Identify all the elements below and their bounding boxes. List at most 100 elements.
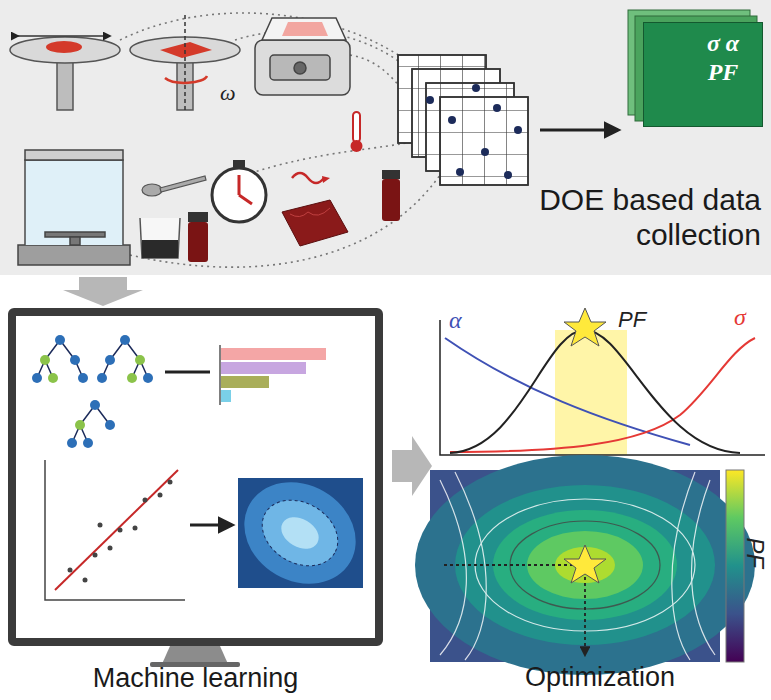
tree-models — [40, 355, 50, 365]
doe-grids — [440, 97, 528, 185]
top-panel-ground — [0, 0, 771, 275]
tree-models — [120, 335, 130, 345]
ml-arrows — [165, 372, 232, 525]
tree-models — [48, 373, 58, 383]
colorbar-label: PF — [742, 538, 770, 569]
contour-plot — [440, 472, 715, 660]
computer-monitor — [162, 646, 228, 664]
angular-velocity-symbol: ω — [220, 80, 236, 105]
regression-plot — [68, 568, 73, 573]
tree-models — [105, 355, 115, 365]
vial — [382, 170, 400, 179]
output-variables: σ α PF — [706, 29, 740, 87]
doe-grids — [448, 116, 456, 124]
annealed-film — [322, 176, 330, 183]
hot-plate — [255, 18, 350, 95]
contour-plot — [564, 545, 606, 583]
doe-grids — [426, 84, 522, 179]
regression-plot — [83, 578, 88, 583]
tree-models — [75, 420, 85, 430]
computer-monitor — [16, 316, 375, 667]
spoon — [142, 184, 162, 196]
regression-plot — [98, 523, 103, 528]
doe-grids — [481, 148, 489, 156]
trade-off-chart — [555, 330, 627, 455]
vial — [382, 179, 400, 221]
tree-models — [97, 373, 107, 383]
response-surface — [226, 462, 374, 603]
tree-models — [90, 400, 100, 410]
process-arrow — [392, 436, 432, 496]
curve-label: σ — [734, 304, 746, 332]
panel-caption: Optimization — [525, 662, 675, 693]
hot-plate — [294, 62, 306, 74]
contour-plot — [440, 480, 466, 655]
doe-grids — [472, 84, 480, 92]
dotted-links — [245, 140, 420, 175]
dotted-links — [130, 175, 440, 267]
computer-monitor — [16, 316, 375, 638]
importance-bars — [221, 348, 326, 360]
timer — [233, 160, 245, 167]
spoon — [160, 176, 206, 192]
importance-bars — [221, 362, 306, 374]
vial — [188, 212, 208, 222]
dotted-links — [120, 13, 440, 267]
trade-off-chart — [440, 308, 765, 455]
top-panel-ground — [0, 0, 771, 275]
response-surface — [276, 511, 325, 555]
hot-plate — [262, 18, 346, 40]
tree-models — [78, 373, 88, 383]
spin-coater — [10, 37, 120, 63]
doe-grids — [426, 96, 434, 104]
contour-plot — [726, 470, 744, 662]
hot-plate — [282, 22, 328, 36]
flow-arrow — [540, 130, 618, 131]
contour-plot — [415, 455, 755, 675]
response-surface — [250, 487, 349, 579]
importance-bars — [220, 345, 326, 405]
tree-models — [37, 340, 83, 378]
regression-plot — [133, 526, 138, 531]
doe-grids — [440, 97, 528, 185]
doe-grids — [504, 171, 512, 179]
tree-models — [67, 438, 77, 448]
tree-models — [102, 340, 148, 378]
annealed-film — [282, 173, 348, 246]
timer — [212, 168, 266, 222]
panel-caption: Machine learning — [16, 662, 375, 694]
tree-models — [135, 355, 145, 365]
hot-plate — [255, 40, 350, 95]
tree-models — [55, 335, 65, 345]
data-sheet: σ α PF — [643, 22, 763, 127]
beaker — [140, 218, 180, 258]
regression-plot — [108, 546, 113, 551]
contour-plot — [444, 565, 585, 655]
contour-plot — [455, 472, 486, 660]
spin-coater-rotating — [130, 15, 240, 112]
tree-models — [70, 355, 80, 365]
doe-grids — [456, 168, 464, 176]
contour-plot — [415, 455, 755, 675]
tree-models — [32, 373, 42, 383]
response-surface — [226, 462, 374, 603]
importance-bars — [221, 390, 231, 402]
beaker — [140, 218, 180, 258]
vial — [188, 222, 208, 262]
tree-models — [83, 438, 93, 448]
regression-plot — [68, 480, 173, 583]
spin-coater-rotating — [165, 76, 207, 83]
regression-plot — [118, 528, 123, 533]
annealed-film — [290, 208, 330, 217]
process-arrow — [392, 436, 432, 496]
balance — [70, 237, 80, 245]
tree-models — [32, 335, 153, 448]
contour-plot — [527, 531, 643, 599]
curve-label: α — [449, 307, 462, 335]
tree-models — [127, 373, 137, 383]
hot-plate — [270, 55, 330, 80]
doe-grids — [398, 55, 528, 185]
balance — [18, 245, 130, 265]
ml-arrows — [165, 372, 232, 525]
